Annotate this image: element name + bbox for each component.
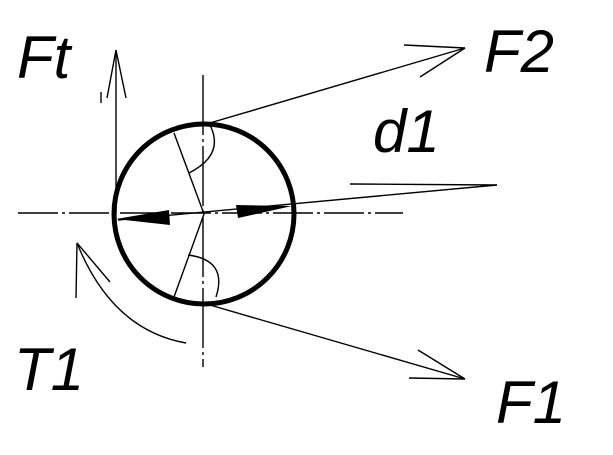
label-d1: d1 bbox=[373, 98, 440, 165]
label-t1: T1 bbox=[14, 336, 84, 403]
d1-dimension bbox=[116, 183, 498, 225]
label-ft: Ft bbox=[17, 24, 73, 91]
label-f2: F2 bbox=[484, 18, 554, 85]
right-angle-arc-upper bbox=[188, 124, 216, 174]
t1-torque-arrow bbox=[75, 242, 187, 344]
d1-left-arrowhead bbox=[116, 210, 170, 225]
right-angle-arc-lower bbox=[187, 254, 220, 298]
f1-arrow bbox=[202, 302, 466, 380]
radius-line-upper bbox=[173, 132, 205, 215]
f2-arrow bbox=[202, 44, 466, 126]
d1-right-arrowhead bbox=[236, 205, 292, 218]
label-f1: F1 bbox=[496, 369, 566, 436]
ft-arrow bbox=[100, 49, 127, 215]
